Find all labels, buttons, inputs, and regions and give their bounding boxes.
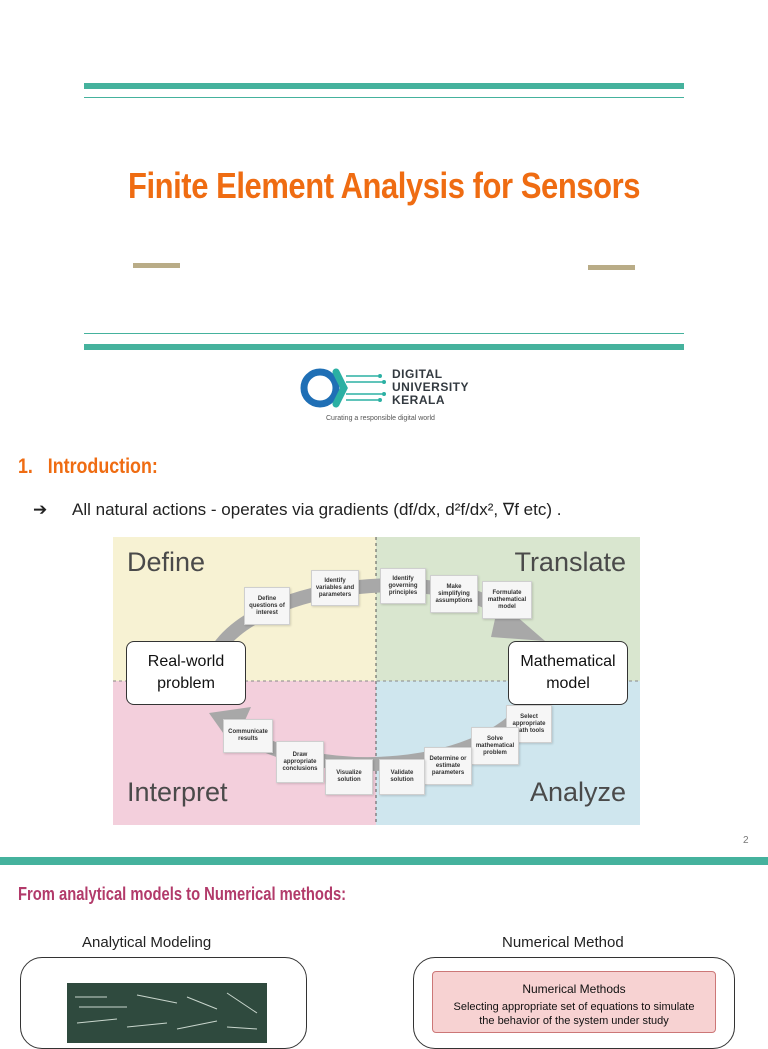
slide-divider-band <box>0 857 768 865</box>
chalkboard-image <box>67 983 267 1043</box>
card-solve-problem: Solve mathematical problem <box>471 727 519 765</box>
label-interpret: Interpret <box>127 777 228 807</box>
logo-line-1: DIGITAL <box>392 367 443 381</box>
card-determine-parameters: Determine or estimate parameters <box>424 747 472 785</box>
label-analyze: Analyze <box>529 777 626 807</box>
quadrant-interpret <box>113 681 376 825</box>
bullet-arrow-icon: ➔ <box>33 500 48 519</box>
card-draw-conclusions: Draw appropriate conclusions <box>276 741 324 783</box>
analytical-panel <box>20 957 307 1049</box>
card-visualize-solution: Visualize solution <box>325 759 373 795</box>
numerical-panel: Numerical Methods Selecting appropriate … <box>413 957 735 1049</box>
numerical-box-title: Numerical Methods <box>522 982 626 996</box>
card-formulate-model: Formulate mathematical model <box>482 581 532 619</box>
card-identify-principles: Identify governing principles <box>380 568 426 604</box>
chalkboard-scribble-icon <box>75 992 258 1030</box>
logo-mark-icon <box>300 368 386 408</box>
section-heading-analytical-to-numerical: From analytical models to Numerical meth… <box>18 884 347 904</box>
bullet-text: All natural actions - operates via gradi… <box>72 500 562 519</box>
card-identify-variables: Identify variables and parameters <box>311 570 359 606</box>
page-number: 2 <box>743 835 749 846</box>
label-define: Define <box>127 547 206 577</box>
numerical-methods-box: Numerical Methods Selecting appropriate … <box>432 971 716 1033</box>
top-rule-thin <box>84 97 684 98</box>
top-rule-thick <box>84 83 684 89</box>
university-logo: DIGITAL UNIVERSITY KERALA Curating a res… <box>300 366 480 426</box>
column-heading-numerical: Numerical Method <box>502 934 624 951</box>
math-model-line-1: Mathematical <box>520 653 616 670</box>
card-validate-solution: Validate solution <box>379 759 425 795</box>
logo-line-3: KERALA <box>392 393 445 407</box>
real-world-line-2: problem <box>157 675 215 692</box>
mathematical-model-box: Mathematical model <box>508 641 628 705</box>
bottom-rule-thin <box>84 333 684 334</box>
real-world-problem-box: Real-world problem <box>126 641 246 705</box>
card-define-questions: Define questions of interest <box>244 587 290 625</box>
modeling-cycle-diagram: Define Translate Interpret Analyze Real-… <box>113 537 640 825</box>
card-make-assumptions: Make simplifying assumptions <box>430 575 478 613</box>
page-title: Finite Element Analysis for Sensors <box>128 165 640 206</box>
card-select-tools: Select appropriate math tools <box>506 705 552 743</box>
math-model-line-2: model <box>546 675 590 692</box>
title-dash-left <box>133 263 180 268</box>
section-heading-introduction: 1. Introduction: <box>18 455 158 478</box>
logo-tagline: Curating a responsible digital world <box>326 415 435 422</box>
logo-line-2: UNIVERSITY <box>392 380 470 394</box>
card-communicate-results: Communicate results <box>223 719 273 753</box>
real-world-line-1: Real-world <box>147 653 225 670</box>
bottom-rule-thick <box>84 344 684 350</box>
title-dash-right <box>588 265 635 270</box>
label-translate: Translate <box>514 547 626 577</box>
column-heading-analytical: Analytical Modeling <box>82 934 212 951</box>
